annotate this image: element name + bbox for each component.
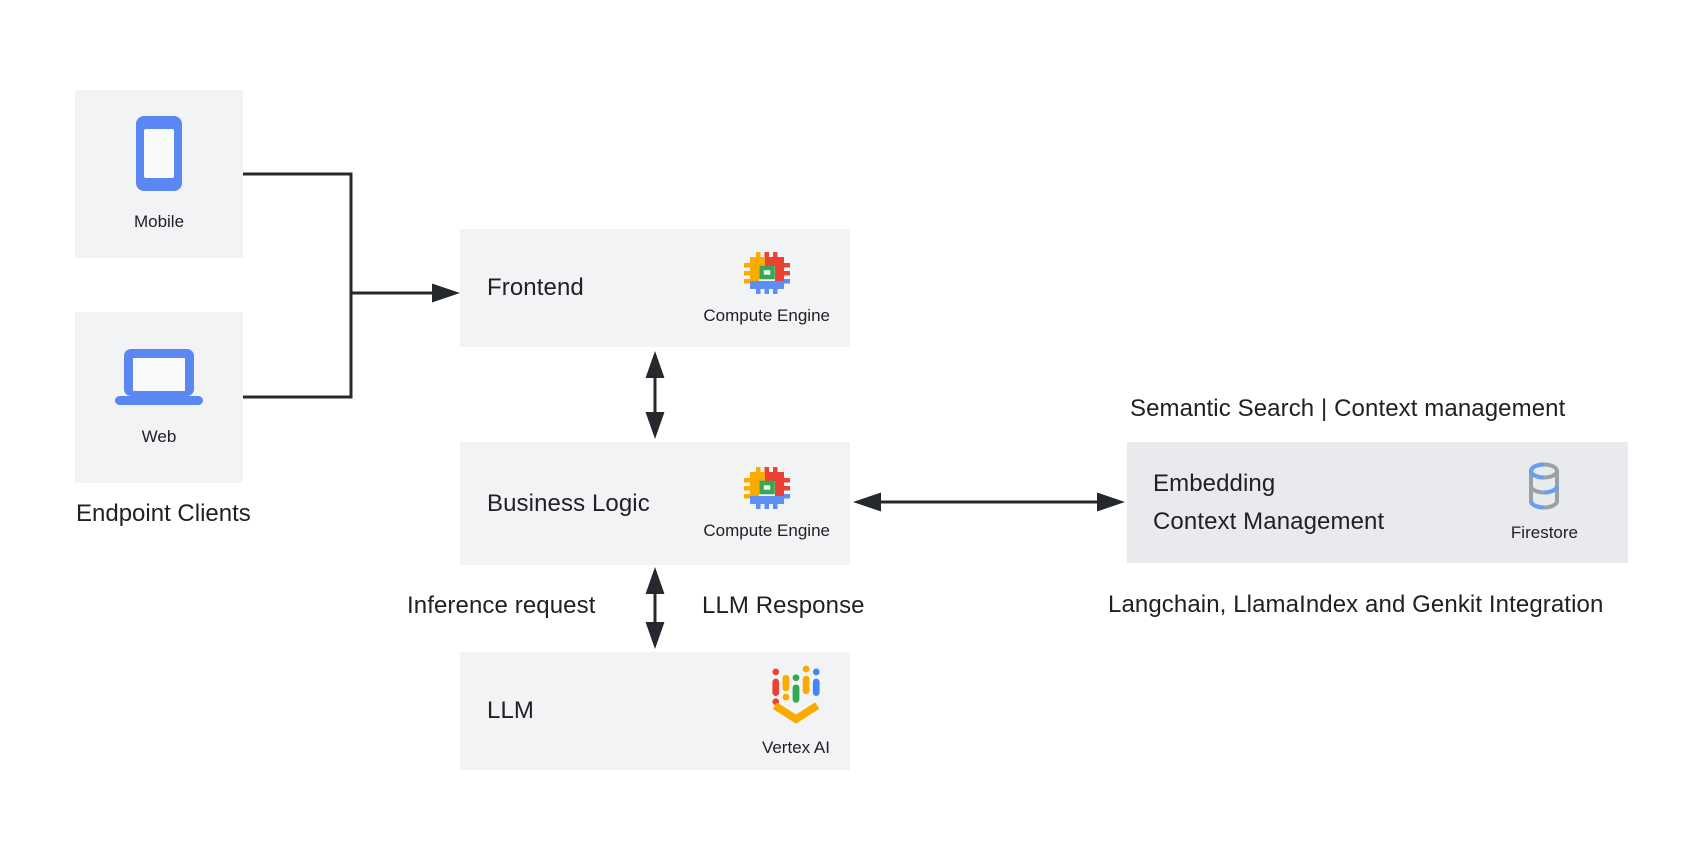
mobile-label: Mobile — [133, 212, 185, 231]
semantic-search-annotation: Semantic Search | Context management — [1130, 395, 1566, 422]
smartphone-icon — [136, 116, 182, 196]
llm-node: LLM Vertex AI — [460, 652, 850, 770]
business-logic-service-label: Compute Engine — [703, 521, 830, 540]
embedding-title-line1: Embedding — [1153, 469, 1276, 497]
clients-to-frontend-arrowhead — [432, 283, 460, 303]
endpoint-clients-label: Endpoint Clients — [76, 500, 251, 527]
business-embedding-arrowhead-right — [1097, 492, 1125, 512]
vertex-ai-icon — [770, 665, 822, 732]
frontend-title: Frontend — [487, 274, 584, 301]
web-client-box: Web — [75, 312, 243, 483]
compute-engine-icon — [743, 466, 791, 515]
laptop-icon — [115, 348, 203, 411]
inference-request-label: Inference request — [407, 592, 596, 619]
frontend-service-label: Compute Engine — [703, 305, 830, 325]
web-label: Web — [141, 426, 177, 446]
business-logic-node: Business Logic — [460, 442, 850, 565]
compute-engine-icon — [743, 251, 791, 300]
client-junction-lines — [243, 172, 353, 399]
llm-response-label: LLM Response — [702, 592, 865, 619]
integration-annotation: Langchain, LlamaIndex and Genkit Integra… — [1108, 591, 1604, 618]
embedding-node: Embedding Context Management — [1127, 442, 1628, 563]
business-llm-arrowhead-up — [645, 567, 665, 594]
business-logic-title: Business Logic — [487, 489, 650, 517]
frontend-business-arrowhead-down — [645, 412, 665, 439]
business-llm-arrowhead-down — [645, 622, 665, 649]
mobile-client-box: Mobile — [75, 90, 243, 258]
embedding-title: Embedding Context Management — [1153, 465, 1384, 541]
frontend-business-arrowhead-up — [645, 351, 665, 378]
embedding-title-line2: Context Management — [1153, 507, 1385, 535]
firestore-icon — [1524, 462, 1564, 517]
frontend-node: Frontend — [460, 229, 850, 347]
llm-service-label: Vertex AI — [761, 737, 830, 757]
business-embedding-arrowhead-left — [853, 492, 881, 512]
embedding-service-label: Firestore — [1510, 523, 1578, 542]
llm-title: LLM — [487, 697, 534, 724]
